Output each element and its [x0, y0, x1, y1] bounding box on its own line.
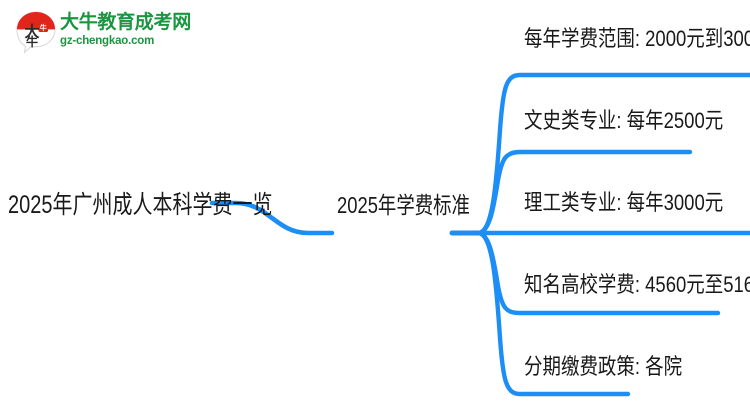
svg-text:牛: 牛 [26, 34, 38, 49]
logo-site-name: 大牛教育成考网 [60, 12, 191, 33]
link-branch-leaf-1 [475, 149, 693, 236]
svg-text:牛: 牛 [40, 23, 47, 32]
svg-text:大: 大 [24, 23, 39, 41]
link-root-to-middle [209, 200, 335, 236]
root-node-label[interactable]: 2025年广州成人本科学费一览 [8, 191, 273, 219]
leaf-node-label-3[interactable]: 知名高校学费: 4560元至5160元 [524, 272, 750, 297]
logo-text-block: 大牛教育成考网 gz-chengkao.com [60, 12, 194, 54]
leaf-node-label-2[interactable]: 理工类专业: 每年3000元 [524, 190, 724, 215]
leaf-node-label-4[interactable]: 分期缴费政策: 各院 [524, 354, 683, 379]
logo-site-url: gz-chengkao.com [60, 35, 155, 47]
site-logo[interactable]: 牛 大 牛 大牛教育成考网 gz-chengkao.com [14, 8, 194, 58]
link-branch-leaf-4 [475, 230, 631, 397]
middle-node-label[interactable]: 2025年学费标准 [337, 192, 470, 218]
daniu-bull-logo-icon: 牛 大 牛 [16, 11, 56, 54]
leaf-node-label-1[interactable]: 文史类专业: 每年2500元 [524, 108, 724, 133]
leaf-node-label-0[interactable]: 每年学费范围: 2000元到3000元 [524, 26, 750, 51]
